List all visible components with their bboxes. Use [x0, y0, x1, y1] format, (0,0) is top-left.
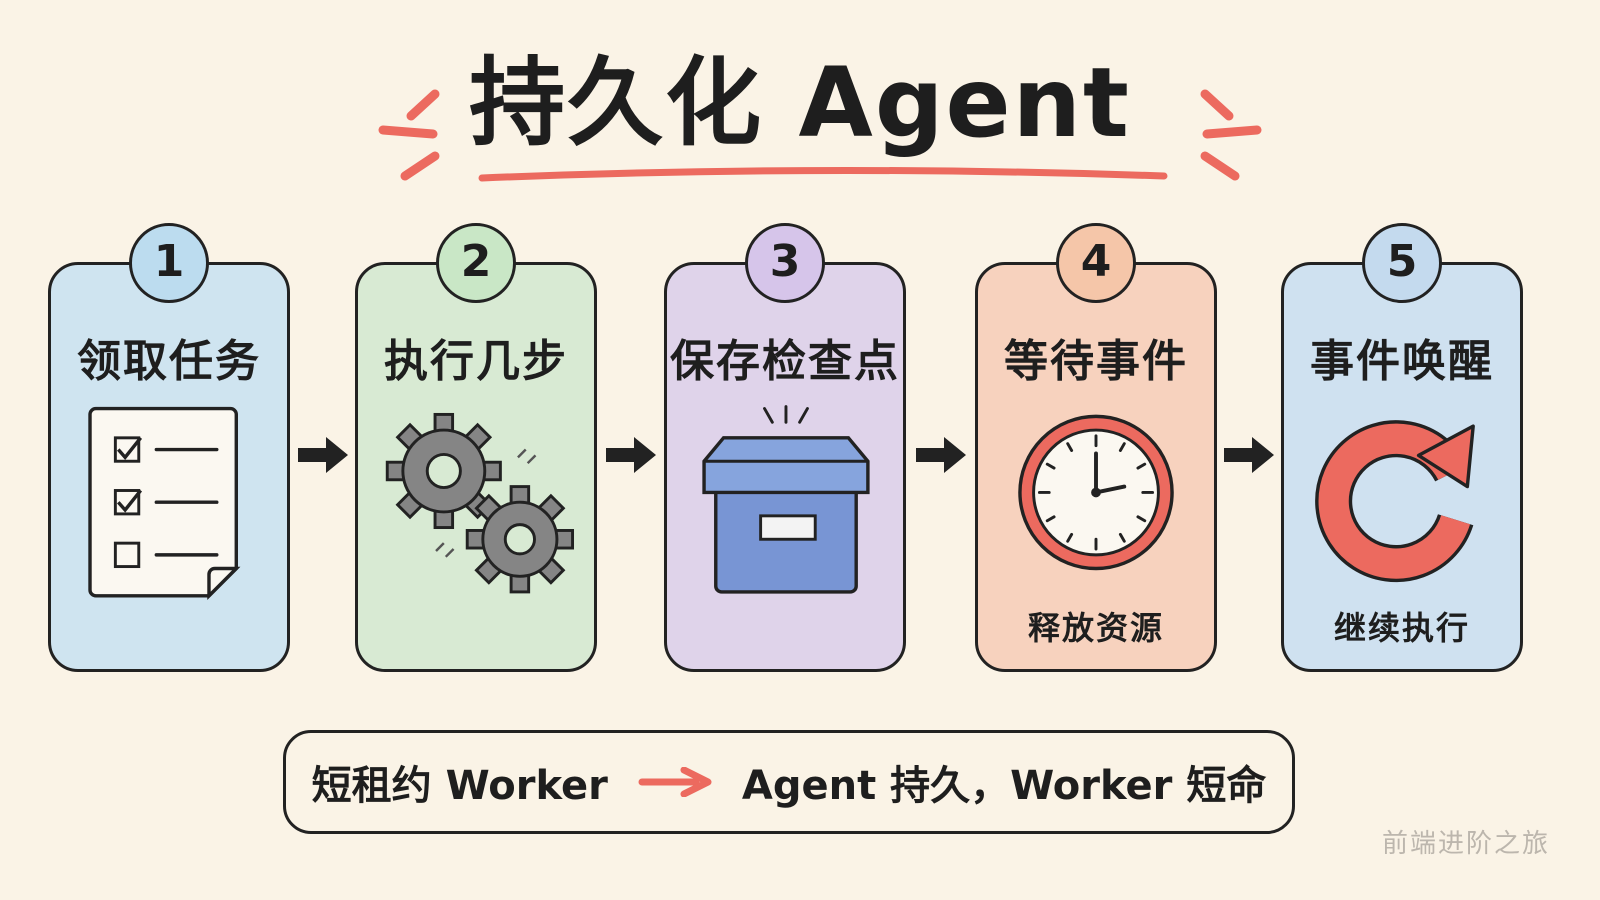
watermark: 前端进阶之旅 — [1381, 829, 1550, 859]
title-underline — [478, 166, 1168, 182]
step-title: 保存检查点 — [670, 336, 900, 387]
clock-icon — [1018, 414, 1174, 571]
arrow-right-icon — [1224, 437, 1274, 473]
step-card-5: 5 事件唤醒 继续执行 — [1281, 223, 1523, 672]
summary-box: 短租约 Worker Agent 持久，Worker 短命 — [283, 730, 1295, 834]
step-title: 事件唤醒 — [1310, 336, 1494, 387]
checklist-icon — [88, 406, 241, 600]
step-number-badge: 2 — [436, 223, 516, 303]
arrow-right-icon — [298, 437, 348, 473]
step-title: 执行几步 — [384, 336, 568, 387]
gears-icon — [385, 412, 575, 594]
step-caption: 释放资源 — [1027, 609, 1164, 647]
step-title: 领取任务 — [77, 336, 261, 387]
step-card-3: 3 保存检查点 — [664, 223, 906, 672]
step-number-badge: 1 — [129, 223, 209, 303]
step-card-1: 1 领取任务 — [48, 223, 290, 672]
step-title: 等待事件 — [1004, 336, 1188, 387]
step-card-4: 4 等待事件 释放资源 — [975, 223, 1217, 672]
arrow-right-icon — [916, 437, 966, 473]
left-spark-icon — [378, 89, 440, 181]
summary-right-text: Agent 持久，Worker 短命 — [741, 763, 1267, 809]
storage-box-icon — [702, 405, 870, 594]
right-spark-icon — [1200, 89, 1262, 181]
step-number-badge: 4 — [1056, 223, 1136, 303]
summary-left-text: 短租约 Worker — [311, 763, 608, 809]
refresh-arrow-icon — [1315, 420, 1475, 583]
step-card-2: 2 执行几步 — [355, 223, 597, 672]
arrow-right-icon — [606, 437, 656, 473]
step-number-badge: 3 — [745, 223, 825, 303]
arrow-right-icon — [638, 767, 712, 797]
step-number-badge: 5 — [1362, 223, 1442, 303]
page-title: 持久化 Agent — [469, 47, 1131, 159]
step-caption: 继续执行 — [1333, 609, 1470, 647]
title-area: 持久化 Agent — [0, 30, 1600, 190]
